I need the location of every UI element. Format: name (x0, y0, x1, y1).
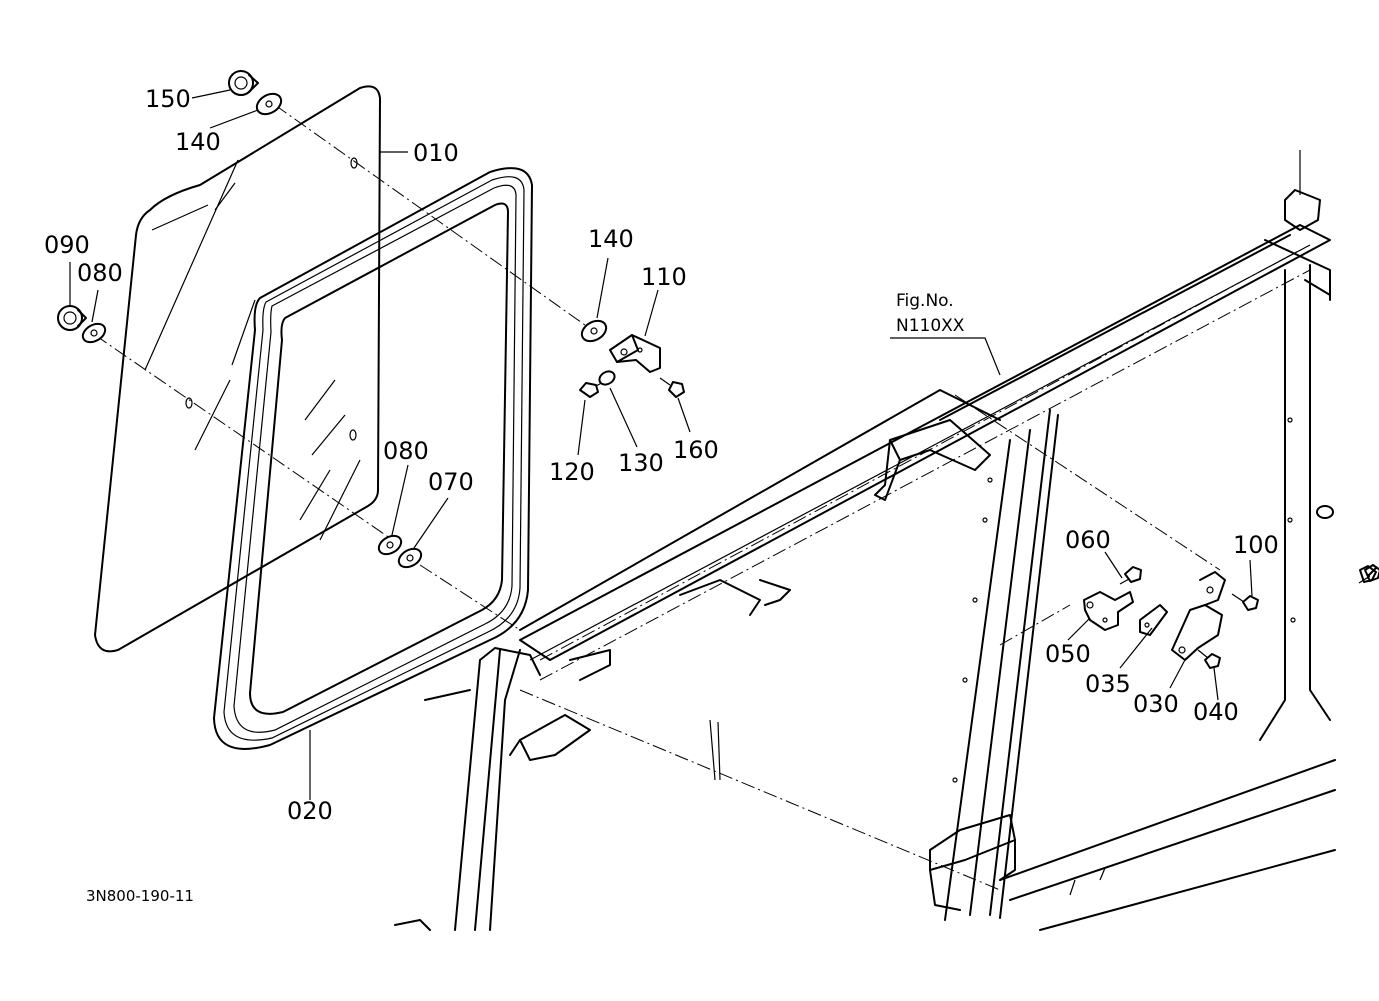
fig-ref-line2: N110XX (896, 316, 965, 336)
callout-100: 100 (1233, 531, 1279, 559)
callout-080-right: 080 (383, 437, 429, 465)
callout-010: 010 (413, 139, 459, 167)
washer-080-left (81, 322, 107, 344)
cab-frame (394, 150, 1336, 931)
document-code: 3N800-190-11 (86, 887, 194, 905)
bolt-100 (1231, 593, 1259, 611)
callout-110: 110 (641, 263, 687, 291)
callout-labels: 150 140 010 090 080 080 070 020 140 110 … (44, 85, 1279, 905)
fastener-090 (57, 305, 87, 331)
bolt-060-head (1358, 564, 1379, 584)
bolt-060 (1359, 565, 1377, 583)
callout-050: 050 (1045, 640, 1091, 668)
screw-060-drawn (1119, 566, 1142, 585)
bracket-110 (609, 334, 661, 373)
washer-140-top (255, 92, 283, 116)
callout-020: 020 (287, 797, 333, 825)
hinge-030 (1171, 571, 1226, 661)
washer-080-right (377, 534, 403, 556)
bolt-060-real (1368, 0, 1374, 580)
weather-strip-020 (213, 167, 533, 750)
callout-130: 130 (618, 449, 664, 477)
bracket-050 (1083, 591, 1134, 631)
callout-160: 160 (673, 436, 719, 464)
callout-090: 090 (44, 231, 90, 259)
washer-140-right (580, 319, 608, 343)
washer-130 (598, 370, 616, 386)
callout-035: 035 (1085, 670, 1131, 698)
callout-060: 060 (1065, 526, 1111, 554)
screw-060 (1367, 577, 1369, 579)
callout-140-top: 140 (175, 128, 221, 156)
bolt-160 (659, 377, 685, 398)
callout-070: 070 (428, 468, 474, 496)
fig-ref-line1: Fig.No. (896, 291, 954, 311)
callout-120: 120 (549, 458, 595, 486)
leader-lines (69, 89, 1253, 800)
assembly-lines (94, 104, 1221, 631)
callout-140-right: 140 (588, 225, 634, 253)
bolt-040 (1197, 649, 1221, 669)
callout-030: 030 (1133, 690, 1179, 718)
glass-panel-010 (94, 85, 381, 653)
callout-150: 150 (145, 85, 191, 113)
shim-035 (1139, 604, 1168, 636)
callout-040: 040 (1193, 698, 1239, 726)
washer-070 (397, 547, 423, 569)
fastener-150 (228, 70, 259, 96)
callout-080-left: 080 (77, 259, 123, 287)
